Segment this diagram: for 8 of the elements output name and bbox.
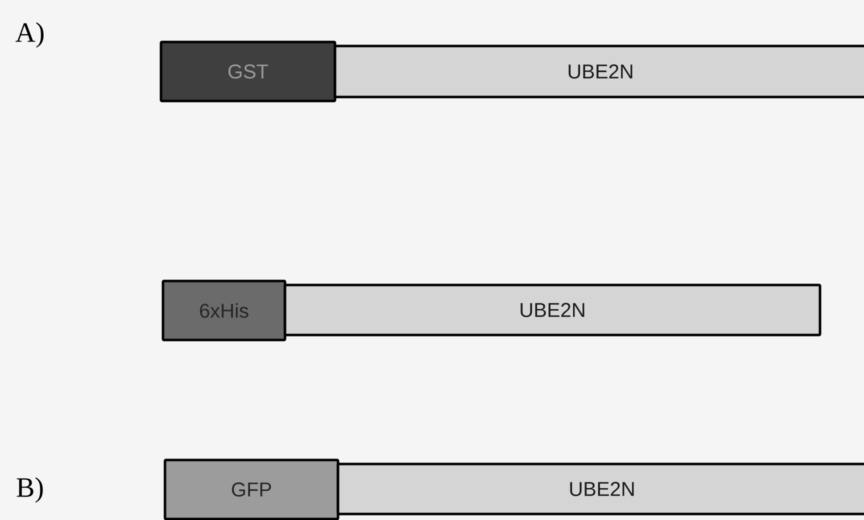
domain-box: UBE2N: [336, 462, 864, 516]
panel-label: B): [16, 477, 43, 503]
domain-box: UBE2N: [334, 44, 864, 98]
domain-box: GST: [160, 40, 336, 102]
domain-box: 6xHis: [162, 280, 286, 342]
panel-label: A): [16, 22, 44, 48]
domain-box: GFP: [164, 458, 340, 520]
domain-box: UBE2N: [284, 284, 822, 336]
